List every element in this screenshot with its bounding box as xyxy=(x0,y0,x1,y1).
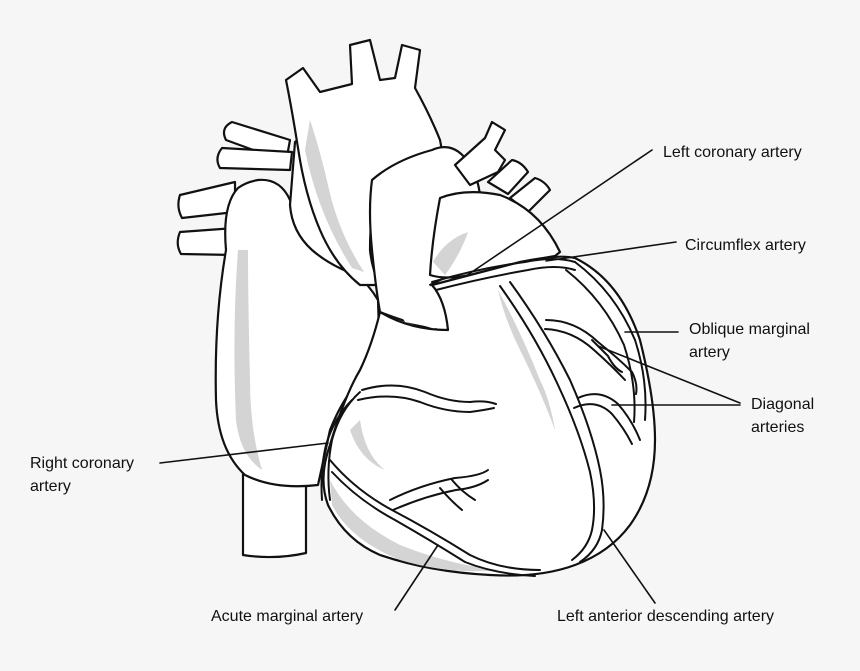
label-diagonal-arteries: Diagonal arteries xyxy=(751,393,814,439)
label-circumflex-artery: Circumflex artery xyxy=(685,234,806,257)
label-text-line1: Oblique marginal xyxy=(689,318,810,341)
label-text-line2: artery xyxy=(30,475,134,498)
leader-lad xyxy=(604,530,655,603)
label-acute-marginal-artery: Acute marginal artery xyxy=(211,605,363,628)
label-text: Acute marginal artery xyxy=(211,605,363,628)
label-oblique-marginal-artery: Oblique marginal artery xyxy=(689,318,810,364)
label-text: Left coronary artery xyxy=(663,141,802,164)
label-text-line2: arteries xyxy=(751,416,814,439)
label-text: Left anterior descending artery xyxy=(557,605,774,628)
label-right-coronary-artery: Right coronary artery xyxy=(30,452,134,498)
label-text-line1: Right coronary xyxy=(30,452,134,475)
label-text-line2: artery xyxy=(689,341,810,364)
leader-circumflex xyxy=(546,242,676,261)
label-left-coronary-artery: Left coronary artery xyxy=(663,141,802,164)
label-text-line1: Diagonal xyxy=(751,393,814,416)
label-left-anterior-descending-artery: Left anterior descending artery xyxy=(557,605,774,628)
label-text: Circumflex artery xyxy=(685,234,806,257)
